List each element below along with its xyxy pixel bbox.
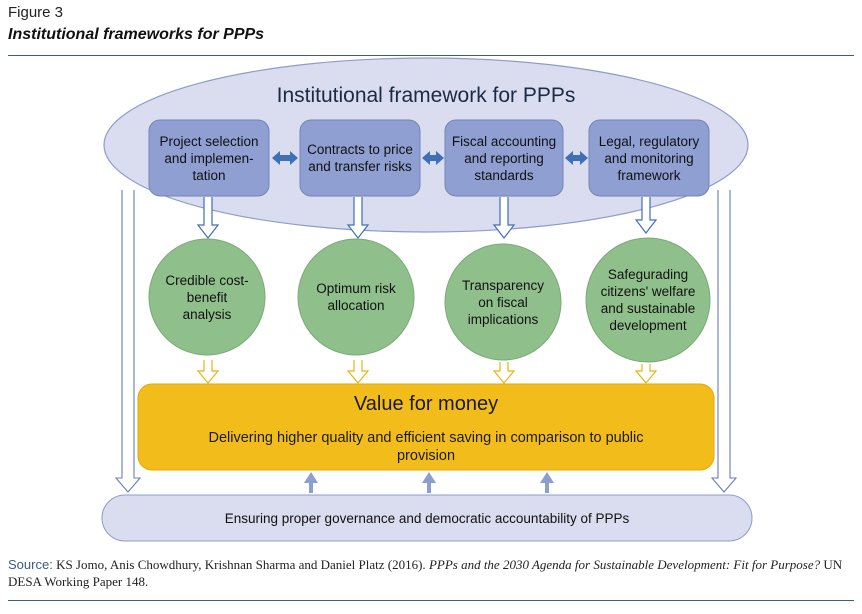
- box-label-fiscal-accounting: Fiscal accounting and reporting standard…: [451, 133, 557, 183]
- box-label-contracts: Contracts to price and transfer risks: [307, 142, 413, 174]
- box-label-legal-regulatory: Legal, regulatory and monitoring framewo…: [598, 133, 700, 183]
- circle-label-transparency: Transparency on fiscal implications: [461, 277, 545, 327]
- source-publisher: UN DESA Working Paper 148.: [8, 557, 843, 589]
- down-arrow-box-3: [492, 197, 516, 239]
- source-title: PPPs and the 2030 Agenda for Sustainable…: [428, 557, 821, 572]
- double-arrow-1: [272, 151, 298, 165]
- source-note: Source: KS Jomo, Anis Chowdhury, Krishna…: [8, 556, 854, 590]
- box-fiscal-accounting: [444, 119, 564, 197]
- down-arrow-box-2: [346, 197, 370, 239]
- up-arrow-3: [540, 472, 554, 493]
- bottom-rule: [8, 600, 854, 601]
- circle-transparency: [444, 243, 562, 361]
- down-arrow-circle-4: [634, 364, 658, 384]
- down-arrow-box-4: [634, 197, 658, 234]
- governance-label: Ensuring proper governance and democrati…: [224, 510, 630, 526]
- circle-safeguarding: [585, 237, 711, 363]
- double-arrow-3: [565, 151, 588, 165]
- circle-cost-benefit: [148, 238, 266, 356]
- value-for-money-box: [137, 383, 715, 471]
- up-arrow-1: [304, 472, 318, 493]
- circle-label-risk-allocation: Optimum risk allocation: [316, 281, 396, 313]
- right-side-arrow: [710, 190, 738, 493]
- source-label: Source:: [8, 557, 53, 572]
- down-arrow-box-1: [196, 197, 220, 239]
- circle-label-safeguarding: Safegurading citizens' welfare and susta…: [600, 267, 696, 333]
- box-label-project-selection: Project selection and implemen- tation: [159, 133, 259, 183]
- box-project-selection: [148, 119, 270, 197]
- figure-label: Figure 3: [8, 4, 64, 21]
- left-side-arrow: [114, 190, 142, 493]
- down-arrow-circle-1: [196, 360, 220, 384]
- down-arrow-circle-3: [492, 362, 516, 384]
- figure-title: Institutional frameworks for PPPs: [8, 26, 265, 43]
- framework-title: Institutional framework for PPPs: [276, 83, 576, 107]
- up-arrow-2: [422, 472, 436, 493]
- double-arrow-2: [422, 151, 444, 165]
- top-rule: [8, 55, 854, 56]
- source-authors: KS Jomo, Anis Chowdhury, Krishnan Sharma…: [56, 557, 426, 572]
- value-for-money-title: Value for money: [353, 392, 499, 415]
- circle-risk-allocation: [297, 238, 415, 356]
- down-arrow-circle-2: [346, 360, 370, 384]
- governance-box: [101, 494, 753, 542]
- box-contracts: [299, 119, 421, 197]
- circle-label-cost-benefit: Credible cost- benefit analysis: [165, 272, 249, 322]
- value-for-money-subtitle: Delivering higher quality and efficient …: [208, 430, 644, 464]
- box-legal-regulatory: [588, 119, 710, 197]
